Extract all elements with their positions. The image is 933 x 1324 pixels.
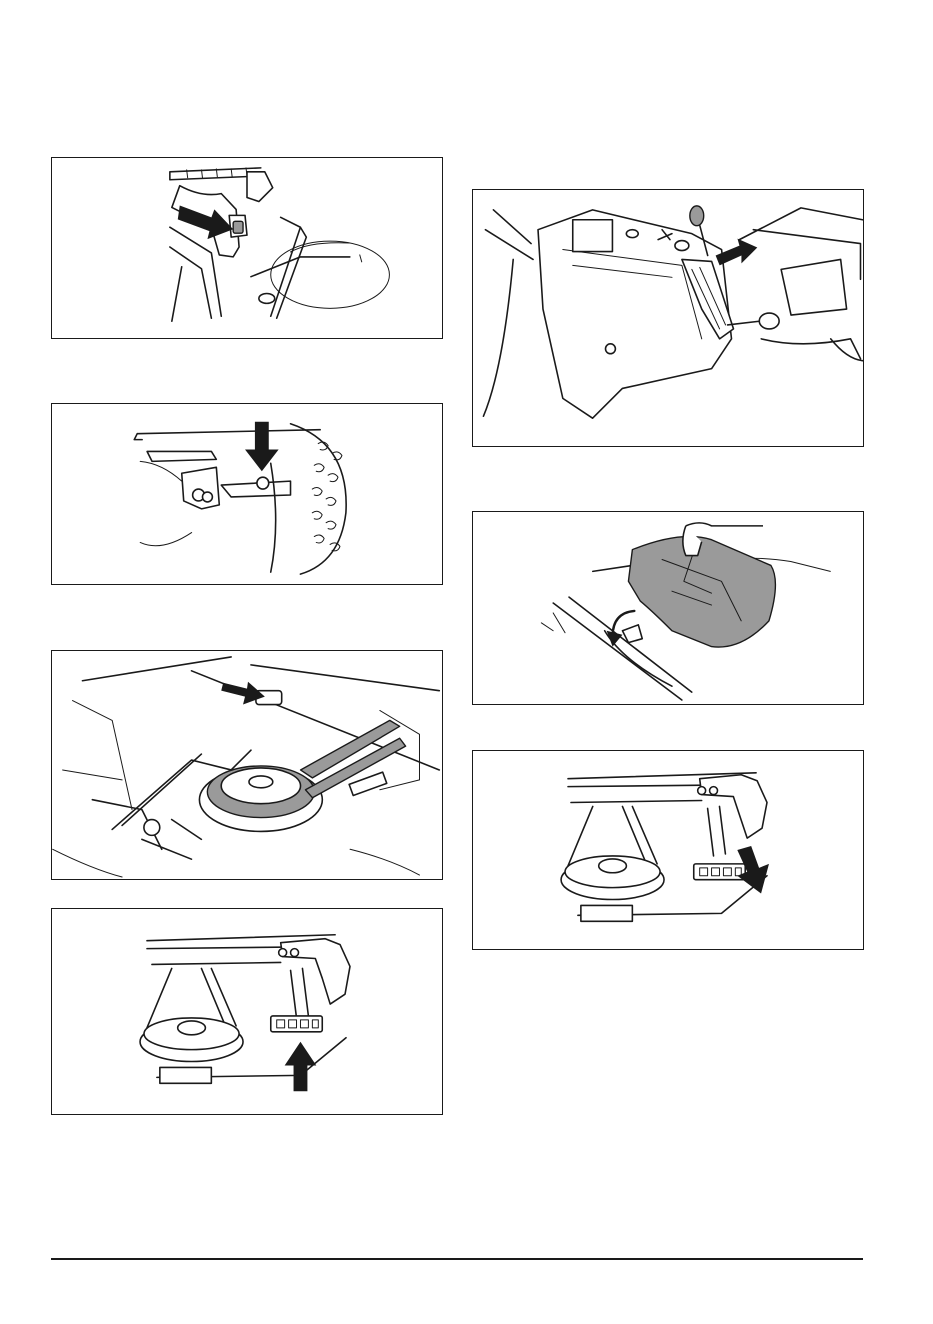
figure-belt-pulley (51, 650, 443, 880)
belt-pulley-illustration (52, 651, 442, 879)
figure-tensioner-pull (472, 750, 864, 950)
tensioner-push-illustration (52, 909, 442, 1114)
figure-release-lever (51, 157, 443, 339)
tensioner-pull-illustration (473, 751, 863, 949)
pin-lock-illustration (52, 404, 442, 584)
figure-cover-tilt (472, 511, 864, 705)
cover-tilt-illustration (473, 512, 863, 704)
arrow-down-icon (245, 422, 279, 471)
cover-shape (628, 536, 775, 647)
control-lever-illustration (473, 190, 863, 446)
release-lever-illustration (52, 158, 442, 338)
footer-rule (51, 1258, 863, 1260)
figure-tensioner-push (51, 908, 443, 1115)
figure-control-lever (472, 189, 864, 447)
figure-pin-lock (51, 403, 443, 585)
